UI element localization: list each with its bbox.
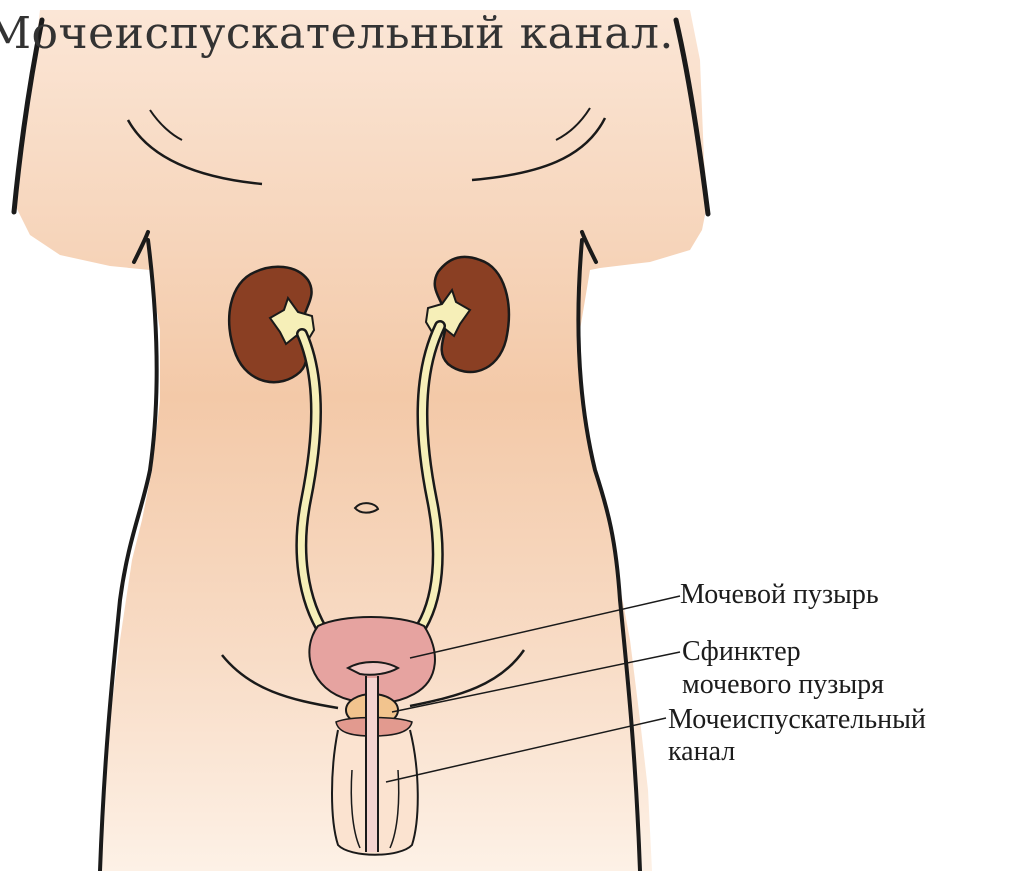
label-sphincter-line2: мочевого пузыря: [682, 670, 884, 700]
caption-title: Мочеиспускательный канал.: [0, 8, 674, 59]
label-bladder: Мочевой пузырь: [680, 580, 879, 610]
label-urethra-line1: Мочеиспускательный: [668, 705, 926, 735]
label-urethra-line2: канал: [668, 737, 735, 767]
label-sphincter-line1: Сфинктер: [682, 637, 801, 667]
